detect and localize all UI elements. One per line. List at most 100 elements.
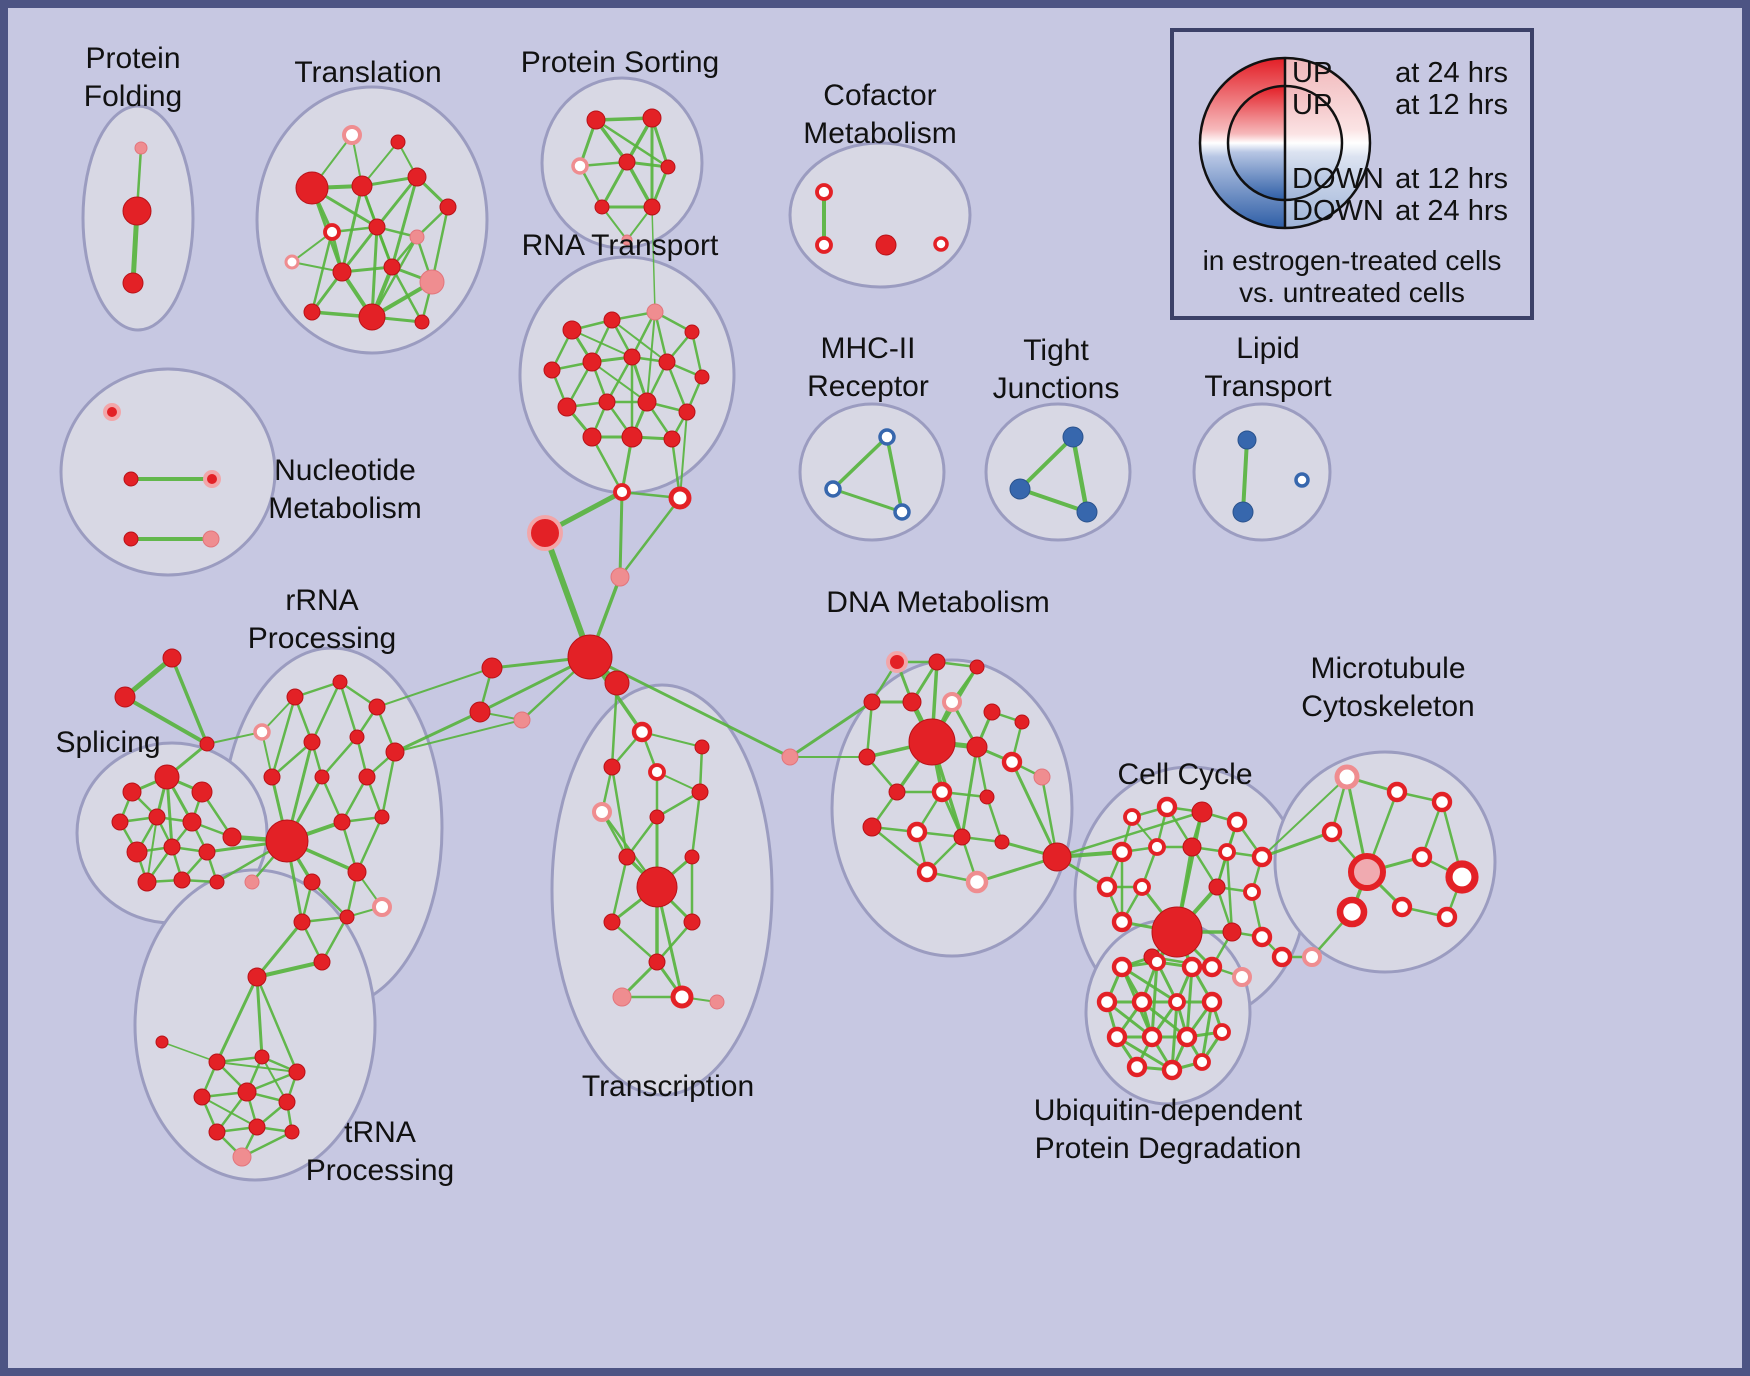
network-node [1271, 946, 1293, 968]
network-node [781, 748, 799, 766]
network-node [385, 742, 405, 762]
network-node [154, 764, 180, 790]
network-node [1411, 846, 1433, 868]
network-edge [610, 681, 619, 769]
network-node [582, 352, 602, 372]
network-node [1445, 860, 1479, 894]
network-edge [320, 735, 359, 779]
network-node [931, 781, 953, 803]
network-edge [216, 1061, 298, 1073]
network-node [642, 108, 662, 128]
network-node [1348, 853, 1386, 891]
cluster-microtubule-cytoskeleton-label: Microtubule [1310, 652, 1465, 685]
network-node [663, 430, 681, 448]
network-node [1294, 472, 1310, 488]
network-node [613, 483, 631, 501]
network-node [339, 909, 355, 925]
network-edge [310, 230, 334, 314]
network-node [247, 967, 267, 987]
network-node [1222, 922, 1242, 942]
network-edge [1018, 487, 1089, 514]
network-node [286, 688, 304, 706]
network-node [222, 827, 242, 847]
network-node [419, 269, 445, 295]
network-node [643, 198, 661, 216]
network-node [893, 503, 911, 521]
network-node [162, 648, 182, 668]
cluster-cell-cycle-label: Cell Cycle [1117, 758, 1252, 791]
network-node [1111, 956, 1133, 978]
network-node [953, 828, 971, 846]
cluster-translation-label: Translation [294, 56, 441, 89]
network-node [288, 1063, 306, 1081]
network-node [1161, 1059, 1183, 1081]
network-node [1182, 837, 1202, 857]
network-edge [375, 175, 419, 229]
network-node [571, 157, 589, 175]
network-node [1218, 843, 1236, 861]
network-edge [870, 825, 929, 874]
network-node [646, 303, 664, 321]
network-node [208, 1053, 226, 1071]
network-node [1096, 876, 1118, 898]
network-node [604, 670, 630, 696]
network-node [469, 701, 491, 723]
network-node [123, 471, 139, 487]
network-node [979, 789, 995, 805]
network-edge [270, 740, 314, 779]
network-edge [255, 975, 299, 1074]
network-edge [641, 731, 703, 748]
network-node [202, 530, 220, 548]
network-edge [590, 435, 624, 494]
network-edge [618, 490, 624, 579]
network-edge [605, 355, 634, 404]
network-edge [591, 361, 648, 403]
network-edge [611, 319, 668, 363]
network-edge [665, 360, 689, 414]
network-node [103, 403, 121, 421]
network-node [863, 693, 881, 711]
network-node [390, 134, 406, 150]
network-node [155, 1035, 169, 1049]
network-edge [610, 855, 629, 924]
network-node [1201, 991, 1223, 1013]
network-node [965, 870, 989, 894]
cluster-mhc-ii-receptor-label: Receptor [807, 370, 929, 403]
network-edge [646, 311, 656, 403]
network-edge [261, 1056, 288, 1103]
network-node [1243, 883, 1261, 901]
network-node [111, 813, 129, 831]
network-node [1076, 501, 1098, 523]
network-edge [340, 225, 379, 274]
legend-row-0-time: at 24 hrs [1395, 57, 1508, 89]
network-node [1168, 993, 1186, 1011]
network-edge [690, 330, 704, 379]
network-node [134, 141, 148, 155]
network-node [1042, 842, 1072, 872]
network-node [709, 994, 725, 1010]
network-node [612, 987, 632, 1007]
network-node [678, 403, 696, 421]
network-node [1201, 956, 1223, 978]
network-node [824, 480, 842, 498]
legend: UP at 24 hrs UP at 12 hrs DOWN at 12 hrs… [1170, 28, 1534, 320]
network-node [254, 1049, 270, 1065]
network-node [888, 783, 906, 801]
cluster-nucleotide-metabolism [59, 367, 277, 577]
network-node [1181, 956, 1203, 978]
network-node [349, 729, 365, 745]
network-node [670, 985, 694, 1009]
cluster-tight-junctions-label: Tight [1023, 334, 1089, 367]
network-edge [1115, 1035, 1174, 1072]
network-node [232, 1147, 252, 1167]
network-node [342, 125, 362, 145]
network-edge [340, 775, 369, 824]
network-node [684, 849, 700, 865]
network-node [1237, 430, 1257, 450]
network-node [303, 873, 321, 891]
network-edge [340, 184, 364, 274]
network-node [906, 821, 928, 843]
network-edge [985, 795, 1004, 844]
